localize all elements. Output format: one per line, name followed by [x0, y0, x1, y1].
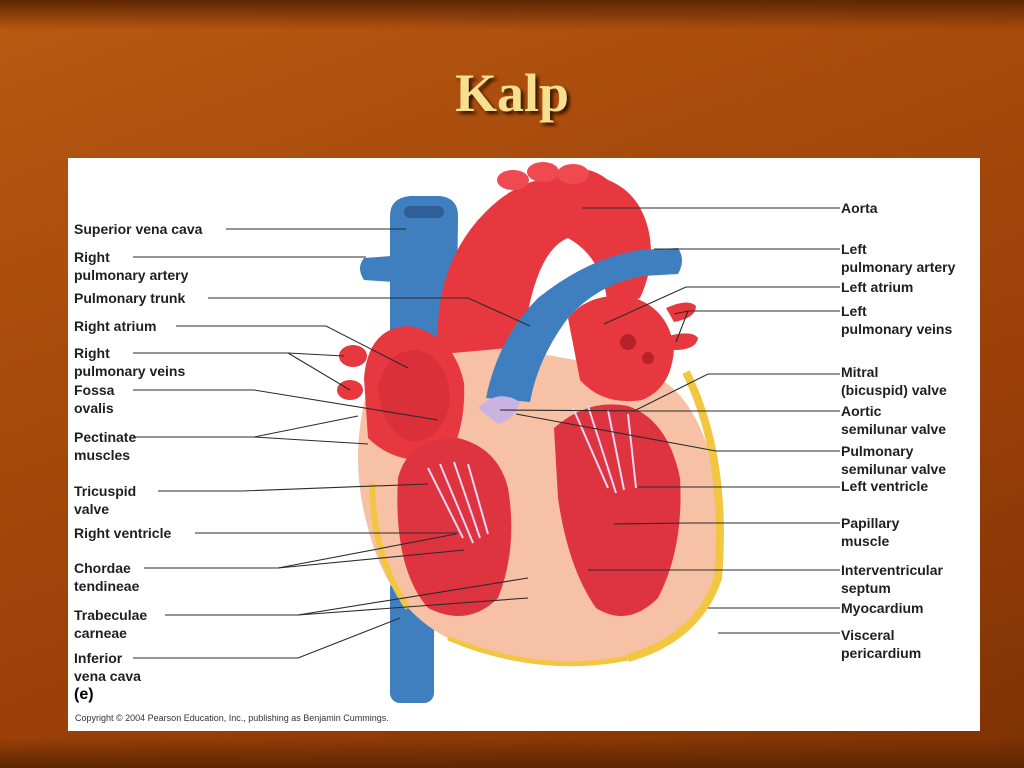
label-pectinate-muscles: Pectinate muscles — [74, 429, 137, 463]
label-left-pulmonary-artery: Left pulmonary artery — [841, 241, 956, 275]
chordae-tendineae-left — [572, 405, 637, 494]
pulmonary-trunk-shape — [486, 248, 682, 402]
label-fossa-ovalis: Fossa ovalis — [74, 382, 115, 416]
label-right-pulmonary-veins: Right pulmonary veins — [74, 345, 186, 379]
left-ventricle-shape — [554, 404, 681, 616]
label-pulmonary-trunk: Pulmonary trunk — [74, 290, 186, 306]
label-aortic-semilunar-valve: Aortic semilunar valve — [841, 403, 947, 437]
right-pulmonary-artery-shape — [360, 256, 394, 282]
label-visceral-pericardium: Visceral pericardium — [841, 627, 922, 661]
label-aorta: Aorta — [841, 200, 878, 216]
bottom-decor-band — [0, 738, 1024, 768]
label-trabeculae-carneae: Trabeculae carneae — [74, 607, 148, 641]
label-myocardium: Myocardium — [841, 600, 924, 616]
right-ventricle-shape — [397, 438, 512, 616]
chordae-tendineae-right — [427, 461, 489, 544]
interventricular-septum-shape — [514, 453, 568, 618]
heart-illustration — [133, 162, 840, 703]
heart-diagram-panel: Superior vena cava Right pulmonary arter… — [68, 158, 980, 731]
label-right-ventricle: Right ventricle — [74, 525, 172, 541]
aorta-shape — [437, 169, 651, 378]
label-superior-vena-cava: Superior vena cava — [74, 221, 203, 237]
leader-lines — [133, 207, 840, 659]
label-left-atrium: Left atrium — [841, 279, 914, 295]
label-right-pulmonary-artery: Right pulmonary artery — [74, 249, 189, 283]
label-pulmonary-semilunar-valve: Pulmonary semilunar valve — [841, 443, 947, 477]
left-atrium-shape — [568, 295, 674, 402]
panel-tag: (e) — [74, 686, 94, 703]
top-decor-band — [0, 0, 1024, 30]
label-tricuspid-valve: Tricuspid valve — [74, 483, 137, 517]
label-mitral-valve: Mitral (bicuspid) valve — [841, 364, 947, 398]
copyright-notice: Copyright © 2004 Pearson Education, Inc.… — [75, 713, 389, 723]
label-left-ventricle: Left ventricle — [841, 478, 929, 494]
slide-title: Kalp — [454, 63, 570, 123]
label-inferior-vena-cava: Inferior vena cava — [74, 650, 141, 684]
label-left-pulmonary-veins: Left pulmonary veins — [841, 303, 953, 337]
label-chordae-tendineae: Chordae tendineae — [74, 560, 140, 594]
label-papillary-muscle: Papillary muscle — [841, 515, 900, 549]
label-right-atrium: Right atrium — [74, 318, 157, 334]
label-interventricular-septum: Interventricular septum — [841, 562, 943, 596]
